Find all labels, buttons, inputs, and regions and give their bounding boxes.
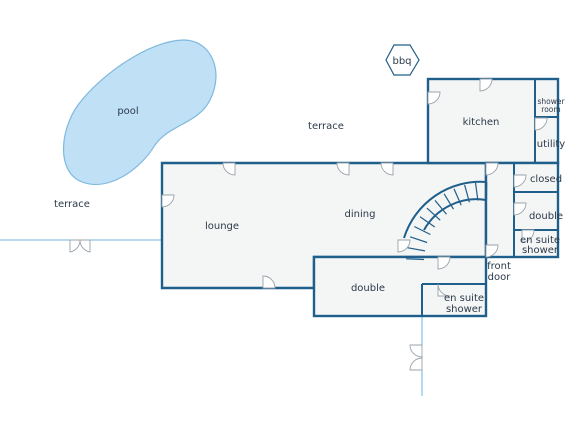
en-suite-label-right-2: shower xyxy=(522,245,559,256)
bottom-wing xyxy=(312,255,488,318)
shower-room-label-2: room xyxy=(541,105,560,114)
bbq-hexagon xyxy=(385,44,420,76)
pool-shape xyxy=(63,39,217,185)
en-suite-label-right-1: en suite xyxy=(520,235,560,246)
bbq-label: bbq xyxy=(392,56,411,67)
stair-tread xyxy=(464,184,470,203)
stair-tread xyxy=(406,258,425,261)
stair-tread xyxy=(453,188,462,206)
utility-label: utility xyxy=(537,139,566,150)
dining-label: dining xyxy=(345,209,376,220)
stair-tread xyxy=(414,225,431,236)
terrace-label-left: terrace xyxy=(54,199,90,210)
front-door-label-1: front xyxy=(487,261,511,272)
fence-gate-left xyxy=(69,239,91,253)
front-door-label-2: door xyxy=(488,272,512,283)
pool-label: pool xyxy=(117,106,138,117)
spiral-staircase xyxy=(403,180,488,261)
stair-tread xyxy=(409,236,428,244)
stair-tread xyxy=(443,193,455,210)
double-label-right: double xyxy=(529,211,563,222)
shower-room-label-1: shower xyxy=(537,97,565,106)
stair-tread xyxy=(419,216,436,228)
stair-tread xyxy=(407,247,426,252)
en-suite-label-bottom-2: shower xyxy=(446,304,483,315)
double-label-bottom: double xyxy=(351,283,385,294)
en-suite-label-bottom-1: en suite xyxy=(444,293,484,304)
closed-label: closed xyxy=(530,174,562,185)
kitchen-label: kitchen xyxy=(463,117,500,128)
stair-tread xyxy=(426,207,441,221)
terrace-label-top: terrace xyxy=(308,121,344,132)
stair-tread xyxy=(474,182,479,201)
fence-gate-bottom xyxy=(409,344,423,371)
lounge-label: lounge xyxy=(205,221,239,232)
door-swings xyxy=(161,78,548,297)
fence-lines xyxy=(0,239,423,396)
stair-tread xyxy=(434,200,447,215)
